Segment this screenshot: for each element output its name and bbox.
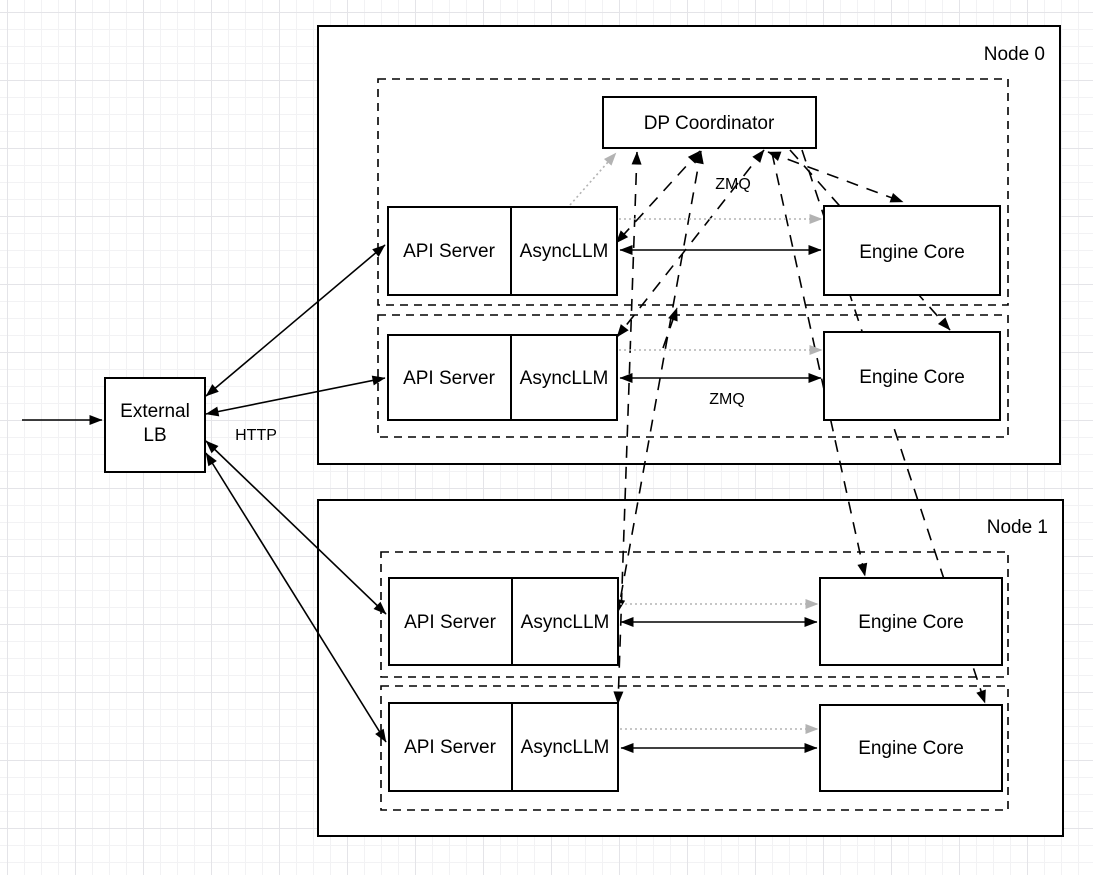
- api-server-box-n0r1: [387, 334, 512, 421]
- edge-coordinator-asyncllm-n1r1: [613, 151, 642, 705]
- engine-core-box-n0r0: [823, 205, 1001, 296]
- asyncllm-label-n0r0: AsyncLLM: [520, 241, 609, 262]
- api-server-label-n1r1: API Server: [404, 737, 497, 758]
- zmq-coordinator-edge-label: ZMQ: [715, 176, 751, 193]
- engine-core-box-n1r1: [819, 704, 1003, 792]
- engine-core-box-n0r1: [823, 331, 1001, 421]
- api-server-box-n1r0: [388, 577, 513, 666]
- edge-coordinator-engine-n0r1: [789, 149, 951, 331]
- edge-coordinator-engine-n0r0: [767, 151, 904, 203]
- api-server-label-n1r0: API Server: [404, 612, 497, 633]
- node0-label: Node 0: [984, 44, 1045, 65]
- engine-core-label-n0r0: Engine Core: [859, 242, 965, 263]
- asyncllm-box-n0r1: [510, 334, 618, 421]
- edge-stub-to-rank-group: [662, 307, 678, 349]
- engine-core-label-n1r1: Engine Core: [858, 738, 964, 759]
- edge-lb-api-n0r0: [205, 244, 386, 397]
- external-lb-label-line1: External: [120, 401, 190, 422]
- external-lb-box: [104, 377, 206, 473]
- asyncllm-box-n1r0: [511, 577, 619, 666]
- edge-lb-api-n0r1: [205, 375, 386, 417]
- asyncllm-label-n0r1: AsyncLLM: [520, 368, 609, 389]
- zmq-row2-edge-label: ZMQ: [709, 391, 745, 408]
- dp-coordinator-label: DP Coordinator: [644, 113, 775, 134]
- engine-core-box-n1r0: [819, 577, 1003, 666]
- engine-core-label-n1r0: Engine Core: [858, 612, 964, 633]
- dp-coordinator-box: [602, 96, 817, 149]
- http-edge-label: HTTP: [235, 427, 277, 444]
- asyncllm-box-n1r1: [511, 702, 619, 792]
- asyncllm-label-n1r0: AsyncLLM: [521, 612, 610, 633]
- external-lb-label-line2: LB: [143, 425, 166, 446]
- edge-coordinator-engine-n1r0: [771, 152, 868, 577]
- edge-dotted-asyncllm-coordinator: [569, 152, 617, 206]
- api-server-label-n0r0: API Server: [403, 241, 496, 262]
- api-server-box-n1r1: [388, 702, 513, 792]
- engine-core-label-n0r1: Engine Core: [859, 367, 965, 388]
- edge-lb-api-n1r1: [205, 452, 387, 743]
- asyncllm-box-n0r0: [510, 206, 618, 296]
- api-server-label-n0r1: API Server: [403, 368, 496, 389]
- api-server-box-n0r0: [387, 206, 512, 296]
- node1-label: Node 1: [987, 517, 1048, 538]
- asyncllm-label-n1r1: AsyncLLM: [521, 737, 610, 758]
